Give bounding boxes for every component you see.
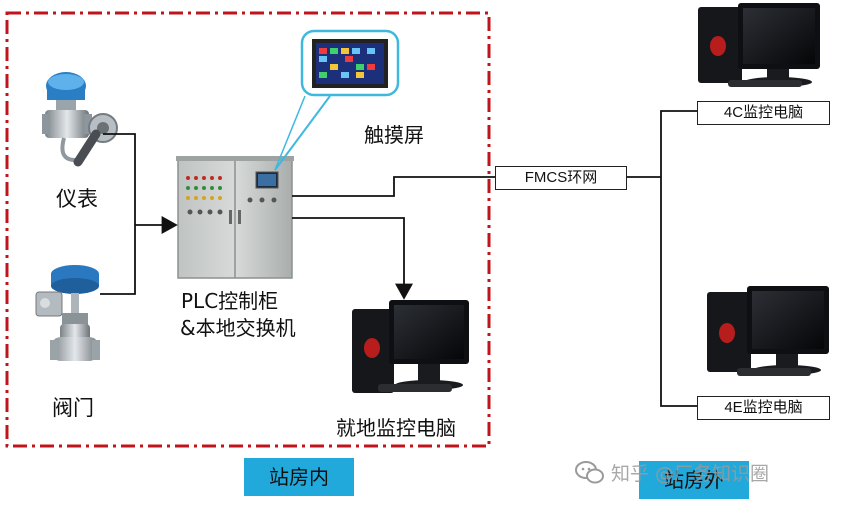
- indoor-boundary: [5, 11, 491, 448]
- touchscreen-callout: [274, 95, 331, 171]
- instrument-image: [42, 72, 118, 167]
- pc-4e-image: [707, 286, 829, 376]
- touchscreen-label: 触摸屏: [364, 123, 424, 147]
- valve-label: 阀门: [52, 396, 94, 420]
- local-pc-image: [352, 300, 469, 393]
- outdoor-zone-tag: 站房外: [639, 461, 749, 499]
- indoor-zone-tag: 站房内: [244, 458, 354, 496]
- pc-4c-image: [698, 3, 820, 87]
- touchscreen-image: [300, 29, 400, 97]
- touchscreen-callout: [274, 95, 306, 171]
- plc-label-line1: PLC控制柜: [181, 289, 279, 313]
- watermark: 知乎 @厂务知识圈: [575, 458, 845, 488]
- valve-connector: [100, 225, 136, 295]
- watermark-text: 知乎 @厂务知识圈: [611, 463, 770, 485]
- ring-branch-connector: [660, 110, 697, 407]
- plc-label-line2: &本地交换机: [180, 316, 296, 340]
- plc-to-local-pc-arrow: [292, 217, 413, 300]
- wechat-icon: [575, 461, 604, 484]
- instrument-label: 仪表: [56, 187, 98, 211]
- local-pc-label: 就地监控电脑: [336, 416, 456, 440]
- fmcs-ring-box: FMCS环网: [495, 166, 627, 190]
- plc-cabinet-image: [176, 156, 294, 279]
- plc-to-ring-connector: [292, 176, 495, 197]
- instrument-connector: [103, 133, 136, 225]
- pc-4e-box: 4E监控电脑: [697, 396, 830, 420]
- pc-4c-box: 4C监控电脑: [697, 101, 830, 125]
- valve-image: [35, 265, 100, 361]
